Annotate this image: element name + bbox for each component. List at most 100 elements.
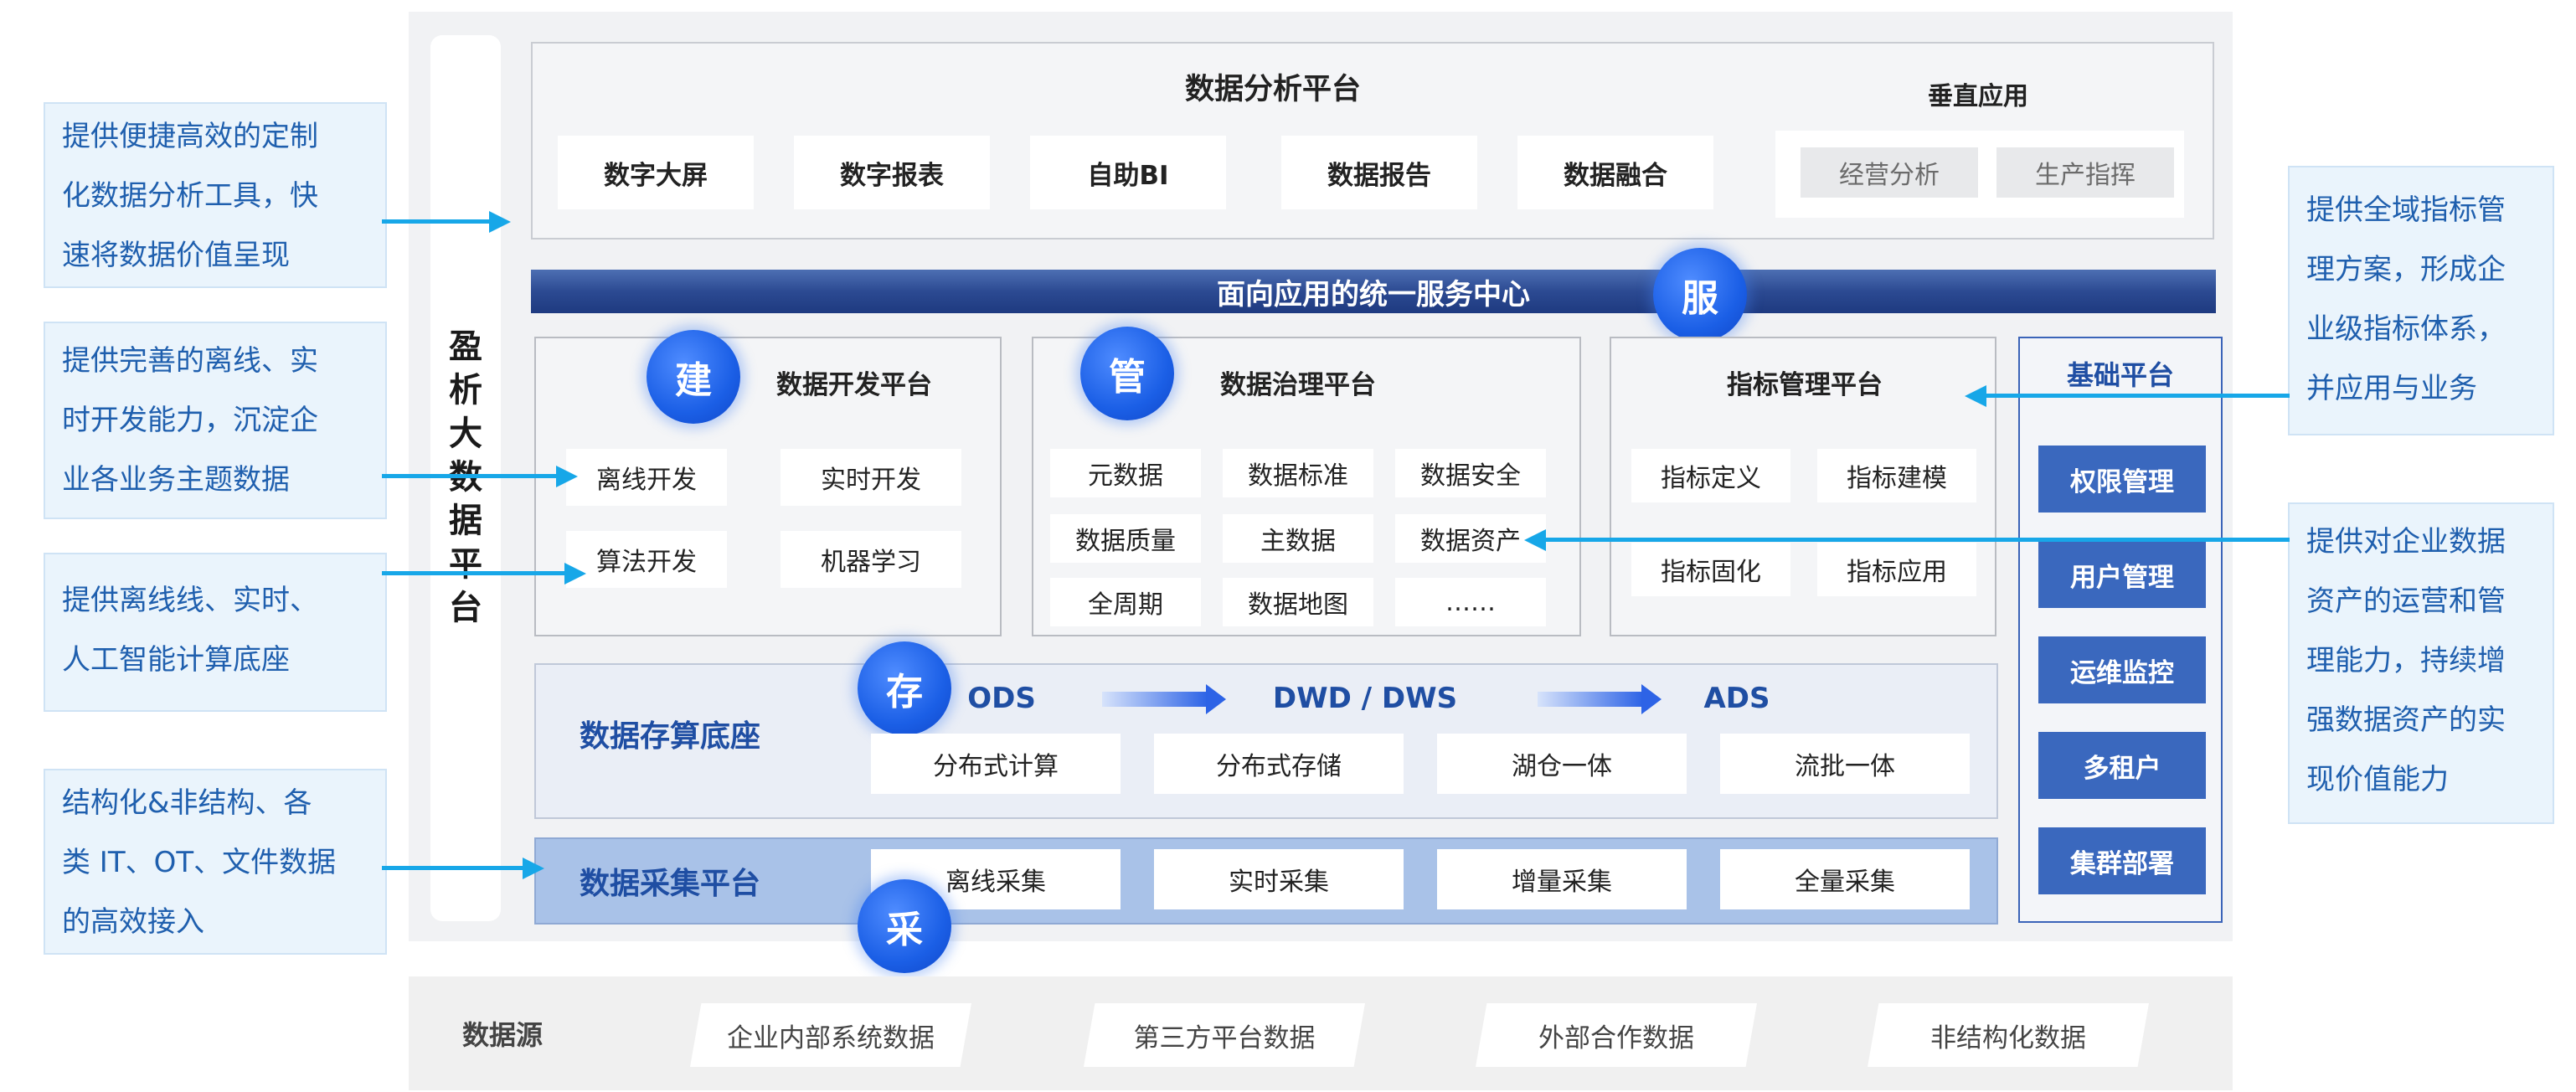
- platform-name-char: 台: [449, 589, 482, 627]
- arrow-head-right: [489, 211, 511, 233]
- note-metric: 提供全域指标管 理方案，形成企 业级指标体系， 并应用与业务: [2288, 166, 2554, 435]
- manage-circle-icon: 管: [1080, 327, 1174, 420]
- vertical-item-production-command: 生产指挥: [1996, 147, 2174, 198]
- note-line: 速将数据价值呈现: [62, 239, 290, 272]
- gov-item: 全周期: [1050, 578, 1201, 626]
- note-line: 并应用与业务: [2306, 372, 2477, 405]
- flow-arrow-head: [1641, 684, 1662, 714]
- metric-item: 指标定义: [1631, 449, 1790, 502]
- flow-arrow-dwd-ads: [1538, 692, 1643, 707]
- source-item-unstructured: 非结构化数据: [1868, 1003, 2149, 1067]
- arrow-head-right: [556, 466, 578, 487]
- note-line: 提供离线线、实时、: [62, 584, 318, 617]
- arrow-to-analysis: [382, 219, 491, 224]
- platform-name-char: 析: [449, 371, 482, 410]
- layer-ods: ODS: [967, 682, 1036, 715]
- storage-platform-title: 数据存算底座: [579, 719, 760, 754]
- arrow-to-metric: [1986, 394, 2290, 398]
- storage-item-stream-batch: 流批一体: [1720, 734, 1970, 794]
- base-item-ops-monitor: 运维监控: [2038, 636, 2206, 703]
- metric-item: 指标建模: [1817, 449, 1976, 502]
- analysis-item-data-report: 数据报告: [1281, 136, 1477, 209]
- analysis-item-data-fusion: 数据融合: [1517, 136, 1713, 209]
- storage-item-dist-compute: 分布式计算: [871, 734, 1121, 794]
- analysis-platform-title: 数据分析平台: [1184, 72, 1361, 106]
- layer-dwd-dws: DWD / DWS: [1272, 682, 1458, 715]
- gov-item: 元数据: [1050, 449, 1201, 497]
- dev-item-algorithm: 算法开发: [566, 531, 727, 588]
- arrow-head-left: [1524, 529, 1546, 551]
- note-line: 提供对企业数据: [2306, 525, 2506, 559]
- note-line: 现价值能力: [2306, 763, 2449, 796]
- note-line: 理能力，持续增: [2306, 644, 2506, 677]
- arrow-head-right: [564, 563, 586, 585]
- analysis-item-self-bi: 自助BI: [1030, 136, 1226, 209]
- data-sources-title: 数据源: [461, 1019, 543, 1051]
- arrow-to-dev-offline: [382, 474, 558, 478]
- base-item-multi-tenant: 多租户: [2038, 732, 2206, 799]
- analysis-item-big-screen: 数字大屏: [558, 136, 754, 209]
- gov-item: 主数据: [1223, 514, 1373, 563]
- storage-item-lakehouse: 湖仓一体: [1437, 734, 1687, 794]
- platform-name-char: 平: [449, 545, 482, 584]
- note-line: 业各业务主题数据: [62, 463, 290, 497]
- layer-ads: ADS: [1703, 682, 1770, 715]
- store-circle-icon: 存: [858, 641, 951, 735]
- flow-arrow-head: [1206, 684, 1226, 714]
- gov-item: ……: [1395, 578, 1546, 626]
- platform-name-char: 据: [449, 502, 482, 540]
- flow-arrow-ods-dwd: [1102, 692, 1208, 707]
- gov-item: 数据安全: [1395, 449, 1546, 497]
- source-item-internal: 企业内部系统数据: [690, 1003, 971, 1067]
- arrow-to-data-asset: [1546, 538, 2290, 542]
- base-item-cluster-deploy: 集群部署: [2038, 827, 2206, 894]
- note-line: 提供完善的离线、实: [62, 344, 318, 378]
- service-circle-icon: 服: [1653, 248, 1747, 342]
- governance-platform-title: 数据治理平台: [1220, 369, 1376, 400]
- note-line: 时开发能力，沉淀企: [62, 404, 318, 437]
- analysis-item-report: 数字报表: [794, 136, 990, 209]
- note-line: 强数据资产的实: [2306, 703, 2506, 737]
- dev-item-offline: 离线开发: [566, 449, 727, 506]
- note-line: 化数据分析工具，快: [62, 179, 318, 213]
- arrow-head-right: [523, 858, 544, 879]
- platform-name-char: 大: [449, 415, 482, 453]
- source-item-partner: 外部合作数据: [1476, 1003, 1757, 1067]
- base-item-permission: 权限管理: [2038, 446, 2206, 513]
- note-development: 提供完善的离线、实 时开发能力，沉淀企 业各业务主题数据: [44, 322, 387, 519]
- unified-service-center-band: 面向应用的统一服务中心: [531, 270, 2216, 313]
- collection-item-realtime: 实时采集: [1154, 849, 1404, 909]
- collection-platform-title: 数据采集平台: [579, 867, 760, 901]
- collection-item-incremental: 增量采集: [1437, 849, 1687, 909]
- metric-item: 指标应用: [1817, 543, 1976, 596]
- note-line: 结构化&非结构、各: [62, 786, 312, 820]
- dev-item-ml: 机器学习: [781, 531, 961, 588]
- arrow-to-dev-algorithm: [382, 571, 566, 575]
- note-line: 类 IT、OT、文件数据: [62, 846, 337, 879]
- note-ingestion: 结构化&非结构、各 类 IT、OT、文件数据 的高效接入: [44, 769, 387, 955]
- gov-item: 数据质量: [1050, 514, 1201, 563]
- storage-item-dist-storage: 分布式存储: [1154, 734, 1404, 794]
- dev-item-realtime: 实时开发: [781, 449, 961, 506]
- collect-circle-icon: 采: [858, 879, 951, 973]
- note-line: 资产的运营和管: [2306, 585, 2506, 618]
- arrow-head-left: [1965, 385, 1986, 407]
- gov-item: 数据资产: [1395, 514, 1546, 563]
- base-platform-title: 基础平台: [2066, 359, 2174, 391]
- note-analysis: 提供便捷高效的定制 化数据分析工具，快 速将数据价值呈现: [44, 102, 387, 288]
- dev-platform-title: 数据开发平台: [776, 369, 932, 400]
- note-line: 提供便捷高效的定制: [62, 120, 318, 153]
- build-circle-icon: 建: [647, 330, 740, 424]
- metric-platform-title: 指标管理平台: [1727, 369, 1883, 400]
- metric-item: 指标固化: [1631, 543, 1790, 596]
- note-line: 的高效接入: [62, 905, 204, 939]
- note-line: 提供全域指标管: [2306, 193, 2506, 227]
- vertical-item-business-analysis: 经营分析: [1801, 147, 1978, 198]
- arrow-to-collection: [382, 866, 524, 870]
- gov-item: 数据地图: [1223, 578, 1373, 626]
- collection-item-full: 全量采集: [1720, 849, 1970, 909]
- note-asset: 提供对企业数据 资产的运营和管 理能力，持续增 强数据资产的实 现价值能力: [2288, 502, 2554, 824]
- note-line: 业级指标体系，: [2306, 312, 2506, 346]
- note-line: 理方案，形成企: [2306, 253, 2506, 286]
- note-compute: 提供离线线、实时、 人工智能计算底座: [44, 553, 387, 712]
